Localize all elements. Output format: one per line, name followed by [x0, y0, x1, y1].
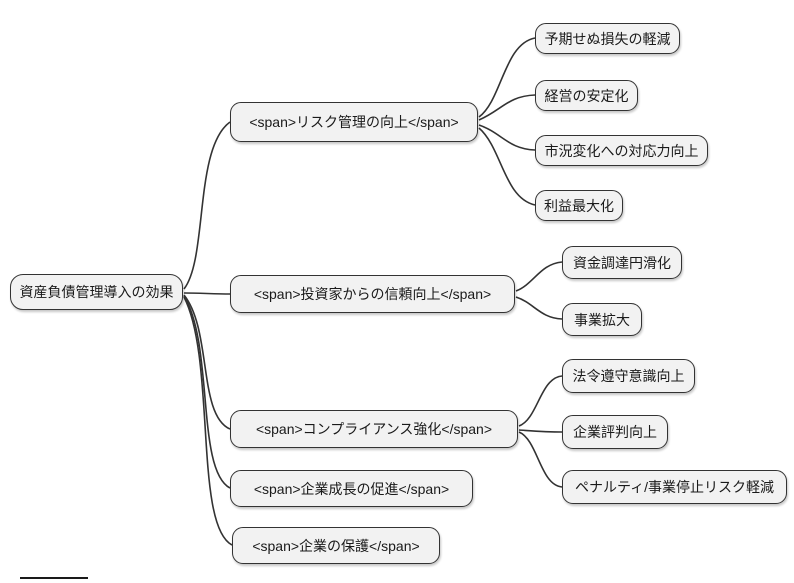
- edge-root-to-branch-growth: [183, 295, 231, 489]
- child-legal-compliance-awareness: 法令遵守意識向上: [562, 359, 695, 393]
- node-label: 資産負債管理導入の効果: [19, 284, 174, 300]
- edge-root-to-branch-protection: [183, 296, 233, 546]
- node-label: 市況変化への対応力向上: [544, 142, 699, 159]
- node-label: 利益最大化: [544, 197, 614, 214]
- edge-risk-to-market-adaptability: [478, 124, 536, 151]
- node-label: <span>企業の保護</span>: [252, 537, 420, 554]
- edge-investor-to-business-expansion: [515, 296, 563, 320]
- edge-compliance-to-reputation: [518, 429, 563, 433]
- child-management-stability: 経営の安定化: [535, 80, 638, 111]
- child-business-expansion: 事業拡大: [562, 303, 642, 336]
- node-label: <span>リスク管理の向上</span>: [249, 114, 459, 130]
- node-label: 企業評判向上: [573, 424, 657, 440]
- node-label: <span>コンプライアンス強化</span>: [255, 421, 493, 437]
- edge-compliance-to-penalty-risk: [518, 431, 563, 488]
- node-label: ペナルティ/事業停止リスク軽減: [574, 479, 775, 495]
- edge-risk-to-unexpected-loss: [478, 37, 536, 118]
- node-label: 法令遵守意識向上: [572, 368, 685, 384]
- node-label: 事業拡大: [574, 311, 630, 328]
- branch-investor-trust: <span>投資家からの信頼向上</span>: [230, 275, 515, 313]
- edge-root-to-branch-compliance: [183, 294, 231, 430]
- child-market-change-adaptability: 市況変化への対応力向上: [535, 135, 708, 166]
- child-unexpected-loss-reduction: 予期せぬ損失の軽減: [535, 23, 680, 54]
- child-profit-maximization: 利益最大化: [535, 190, 623, 221]
- cropped-bottom-line: [20, 577, 88, 579]
- branch-compliance: <span>コンプライアンス強化</span>: [230, 410, 518, 448]
- node-label: 資金調達円滑化: [573, 254, 671, 271]
- node-label: <span>投資家からの信頼向上</span>: [253, 286, 492, 302]
- branch-corporate-protection: <span>企業の保護</span>: [232, 527, 440, 564]
- edge-root-to-branch-risk: [183, 121, 231, 290]
- child-corporate-reputation: 企業評判向上: [562, 415, 668, 449]
- branch-corporate-growth: <span>企業成長の促進</span>: [230, 470, 473, 507]
- node-label: <span>企業成長の促進</span>: [253, 480, 450, 497]
- node-label: 予期せぬ損失の軽減: [544, 30, 671, 47]
- node-label: 経営の安定化: [544, 87, 629, 104]
- branch-risk-management: <span>リスク管理の向上</span>: [230, 102, 478, 142]
- edge-compliance-to-legal-awareness: [518, 375, 563, 427]
- edge-risk-to-management-stability: [478, 94, 536, 121]
- node-root-alm-effects: 資産負債管理導入の効果: [10, 274, 183, 310]
- child-smooth-funding: 資金調達円滑化: [562, 246, 682, 279]
- edge-root-to-branch-investor: [183, 292, 231, 295]
- edge-risk-to-profit-maximization: [478, 127, 536, 206]
- edge-investor-to-funding: [515, 261, 563, 292]
- child-penalty-shutdown-risk-reduction: ペナルティ/事業停止リスク軽減: [562, 470, 787, 504]
